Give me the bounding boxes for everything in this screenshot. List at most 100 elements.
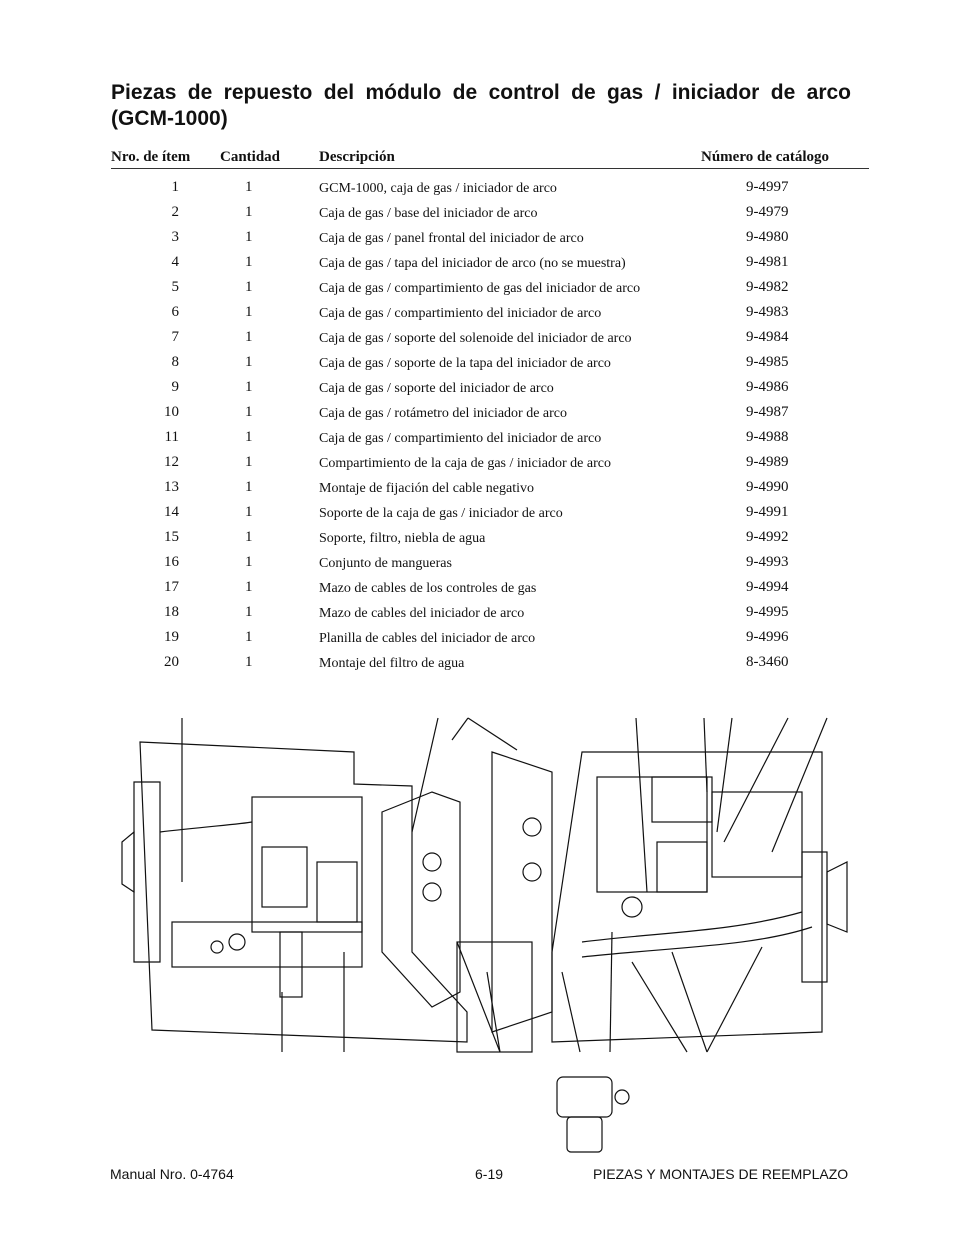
bracket-left [279, 931, 303, 998]
table-row: 13 1 Montaje de fijación del cable negativ… [111, 477, 869, 502]
header-desc: Descripción [319, 149, 395, 165]
panel-middle-a [381, 791, 461, 1008]
cell-qty: 1 [245, 354, 253, 370]
cell-qty: 1 [245, 554, 253, 570]
cell-qty: 1 [245, 229, 253, 245]
cell-catalog: 9-4997 [746, 179, 789, 195]
panel-middle-b [491, 751, 553, 1033]
table-row: 16 1 Conjunto de mangueras 9-4993 [111, 552, 869, 577]
cell-qty: 1 [245, 279, 253, 295]
gauge-a [422, 852, 442, 872]
cell-qty: 1 [245, 304, 253, 320]
cell-catalog: 9-4989 [746, 454, 789, 470]
gauge-b [422, 882, 442, 902]
front-panel-left [171, 921, 363, 968]
cell-catalog: 9-4994 [746, 579, 789, 595]
cell-catalog: 9-4988 [746, 429, 789, 445]
cell-catalog: 8-3460 [746, 654, 789, 670]
cell-qty: 1 [245, 254, 253, 270]
cell-item: 20 [164, 654, 179, 670]
cell-qty: 1 [245, 204, 253, 220]
hose-right-2 [581, 926, 813, 958]
base-plate-right [551, 751, 823, 1043]
cable-left [159, 821, 253, 833]
cell-qty: 1 [245, 579, 253, 595]
cell-catalog: 9-4995 [746, 604, 789, 620]
cell-catalog: 9-4983 [746, 304, 789, 320]
cell-qty: 1 [245, 379, 253, 395]
cell-catalog: 9-4981 [746, 254, 789, 270]
base-plate-left [139, 741, 468, 1043]
rotameter [651, 776, 713, 823]
cell-qty: 1 [245, 179, 253, 195]
footer-manual: Manual Nro. 0-4764 [110, 1166, 234, 1182]
cell-item: 8 [171, 354, 180, 370]
cell-desc: Montaje de fijación del cable negativo [319, 481, 534, 496]
cell-item: 19 [164, 629, 179, 645]
parts-diagram [121, 717, 848, 1153]
fitting-left [210, 940, 224, 954]
cell-item: 3 [171, 229, 180, 245]
left-connector [121, 830, 135, 894]
water-filter-head [556, 1076, 613, 1118]
cell-item: 13 [164, 479, 179, 495]
valve-left [228, 933, 246, 951]
left-panel [133, 781, 161, 963]
header-item: Nro. de ítem [111, 149, 191, 165]
cell-catalog: 9-4993 [746, 554, 789, 570]
page-title: Piezas de repuesto del módulo de control… [111, 81, 851, 130]
cell-desc: GCM-1000, caja de gas / iniciador de arc… [319, 181, 557, 196]
cell-desc: Mazo de cables del iniciador de arco [319, 606, 525, 621]
coil-left [261, 846, 308, 908]
cell-desc: Caja de gas / compartimiento del iniciad… [319, 306, 602, 321]
cell-qty: 1 [245, 529, 253, 545]
cell-catalog: 9-4990 [746, 479, 789, 495]
cell-item: 5 [171, 279, 180, 295]
cell-catalog: 9-4991 [746, 504, 789, 520]
cell-item: 11 [164, 429, 179, 445]
cell-item: 17 [164, 579, 179, 595]
footer-section: PIEZAS Y MONTAJES DE REEMPLAZO [593, 1166, 849, 1182]
cell-qty: 1 [245, 479, 253, 495]
cell-desc: Soporte, filtro, niebla de agua [319, 531, 486, 546]
table-header: Nro. de ítem Cantidad Descripción Número… [111, 148, 869, 169]
cell-item: 9 [171, 379, 180, 395]
water-filter-port [614, 1089, 630, 1105]
cell-desc: Caja de gas / compartimiento del iniciad… [319, 431, 602, 446]
cell-catalog: 9-4980 [746, 229, 789, 245]
cell-desc: Montaje del filtro de agua [319, 656, 465, 671]
cell-desc: Caja de gas / compartimiento de gas del … [319, 281, 641, 296]
cell-catalog: 9-4996 [746, 629, 789, 645]
cell-item: 4 [171, 254, 180, 270]
cell-qty: 1 [245, 429, 253, 445]
cell-item: 6 [171, 304, 180, 320]
cell-desc: Compartimiento de la caja de gas / inici… [319, 456, 611, 471]
cell-desc: Caja de gas / tapa del iniciador de arco… [319, 256, 626, 271]
cell-item: 1 [171, 179, 180, 195]
cell-qty: 1 [245, 329, 253, 345]
cell-catalog: 9-4985 [746, 354, 789, 370]
cell-catalog: 9-4986 [746, 379, 789, 395]
cell-qty: 1 [245, 654, 253, 670]
cell-desc: Caja de gas / panel frontal del iniciado… [319, 231, 584, 246]
table-row: 7 1 Caja de gas / soporte del solenoide de… [111, 327, 869, 352]
water-filter-bowl [566, 1116, 603, 1153]
table-row: 20 1 Montaje del filtro de agua 8-3460 [111, 652, 869, 677]
table-row: 1 1 GCM-1000, caja de gas / iniciador de a… [111, 177, 869, 202]
cell-item: 7 [171, 329, 180, 345]
cell-desc: Conjunto de mangueras [319, 556, 452, 571]
cell-desc: Caja de gas / soporte del solenoide del … [319, 331, 632, 346]
cell-item: 16 [164, 554, 179, 570]
table-row: 4 1 Caja de gas / tapa del iniciador de ar… [111, 252, 869, 277]
right-connector [826, 861, 848, 933]
